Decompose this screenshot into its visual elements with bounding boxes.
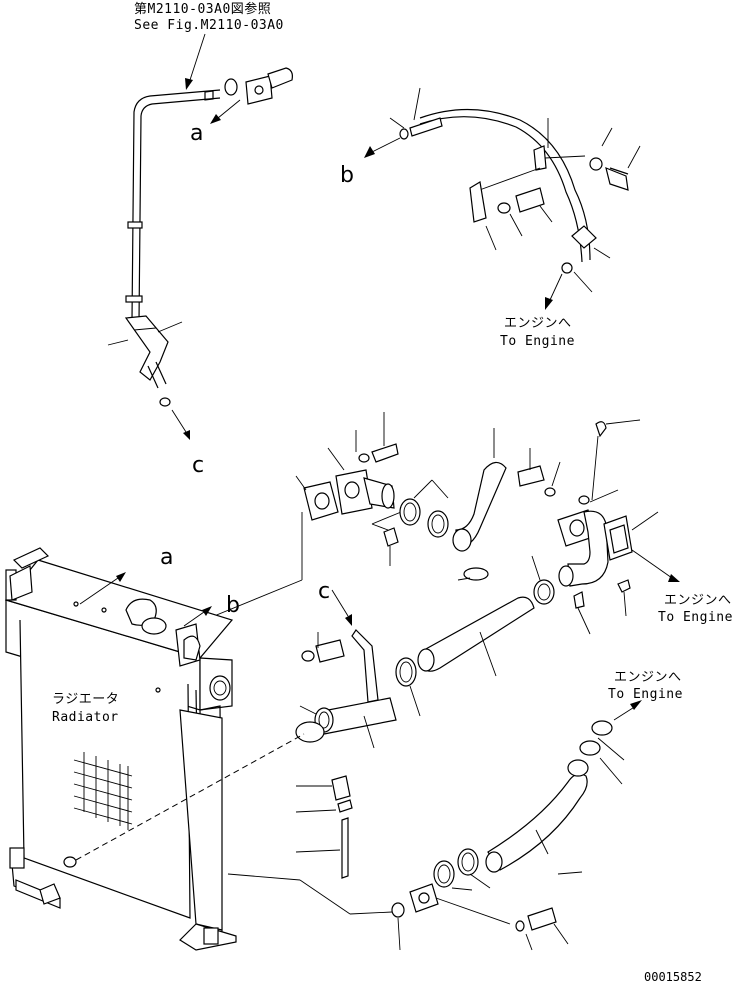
callout-b-top: b: [340, 163, 354, 188]
drain-fitting: [227, 873, 569, 951]
engine-label-3-en: To Engine: [608, 687, 683, 702]
radiator-label-jp: ラジエータ: [52, 692, 119, 707]
right-elbow-assembly: [517, 419, 680, 635]
callout-b-radiator: b: [226, 593, 240, 618]
radiator-label-en: Radiator: [52, 710, 119, 725]
reference-arrowhead: [185, 78, 193, 90]
upper-hose-assembly: [179, 412, 507, 631]
figure-number: 00015852: [644, 970, 702, 984]
radiator-core-grid: [73, 752, 133, 830]
callout-a-radiator: a: [160, 545, 173, 570]
engine-label-2-jp: エンジンへ: [664, 593, 732, 608]
radiator: [4, 547, 305, 951]
vent-pipe-left: [107, 89, 221, 440]
reference-en: See Fig.M2110-03A0: [134, 18, 284, 33]
callout-a-top: a: [190, 121, 203, 146]
callout-c-top: c: [192, 453, 204, 478]
engine-label-3-jp: エンジンへ: [614, 670, 682, 685]
reference-jp: 第M2110-03A0図参照: [134, 1, 271, 17]
engine-label-1-en: To Engine: [500, 334, 575, 349]
lower-hose-assembly: [433, 700, 642, 891]
outlet-tube: [295, 632, 397, 879]
reference-leader: [189, 33, 206, 81]
vent-pipe-right: [364, 87, 641, 310]
fitting-a-top: [210, 67, 293, 124]
engine-label-1-jp: エンジンへ: [504, 316, 572, 331]
engine-label-2-en: To Engine: [658, 610, 733, 625]
long-hose: [395, 596, 535, 717]
callout-c-mid: c: [318, 579, 330, 604]
